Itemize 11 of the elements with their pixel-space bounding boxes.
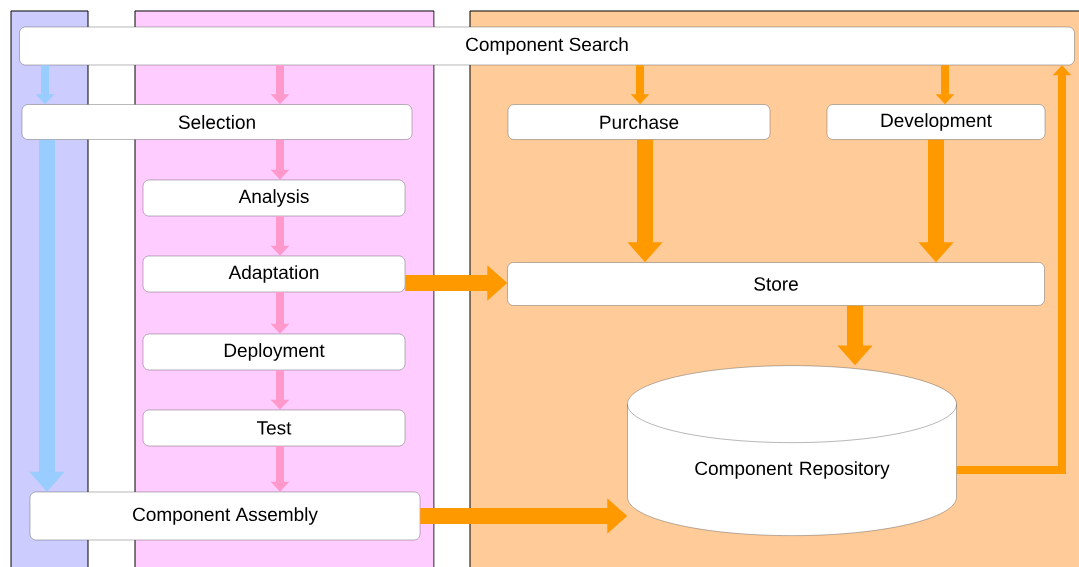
- process-box: Analysis: [142, 179, 406, 217]
- process-box: Selection: [21, 104, 413, 140]
- process-box: Development: [826, 104, 1046, 140]
- process-box: Component Search: [19, 26, 1075, 66]
- process-box: Purchase: [507, 104, 771, 140]
- database-cylinder: Component Repository: [627, 365, 957, 536]
- process-box: Test: [142, 409, 406, 447]
- process-box: Deployment: [142, 333, 406, 371]
- process-box: Adaptation: [142, 255, 406, 293]
- process-box: Store: [507, 262, 1045, 306]
- process-box: Component Assembly: [29, 491, 421, 541]
